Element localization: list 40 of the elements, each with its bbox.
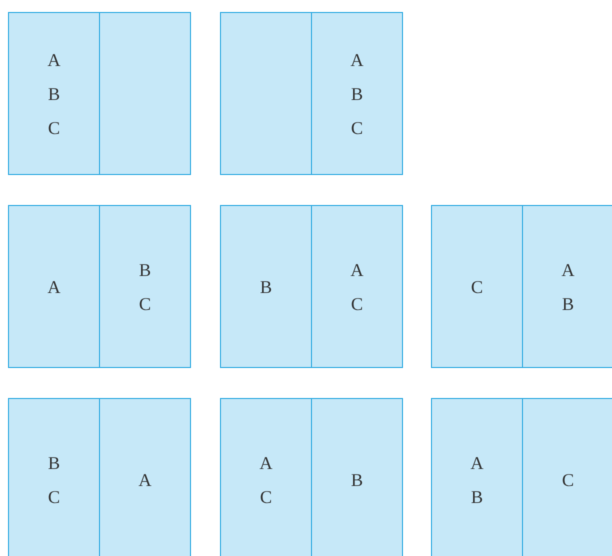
panel-half [431, 205, 523, 368]
panel-half [220, 12, 312, 175]
letter-label: C [470, 276, 483, 298]
letter-label: A [350, 48, 364, 70]
panel-half [99, 205, 191, 368]
panel-half [8, 205, 100, 368]
letter-label: A [562, 258, 574, 280]
panel-half [522, 398, 612, 556]
panel-half [99, 12, 191, 175]
panel-half [220, 205, 312, 368]
letter-label: B [260, 276, 272, 298]
panel-half [220, 398, 312, 556]
letter-label: A [260, 452, 272, 474]
panel-half [311, 12, 403, 175]
letter-label: C [138, 292, 151, 314]
letter-label: B [138, 258, 151, 280]
panel-half [311, 205, 403, 368]
letter-label: C [562, 468, 574, 490]
panel-half [522, 205, 612, 368]
panel-half [8, 12, 100, 175]
letter-label: B [48, 82, 60, 104]
panel-half [99, 398, 191, 556]
letter-label: C [260, 486, 272, 508]
letter-label: C [350, 116, 363, 138]
panel-half [311, 398, 403, 556]
letter-label: A [48, 48, 60, 70]
letter-label: C [48, 116, 60, 138]
letter-label: A [138, 468, 152, 490]
letter-label: B [562, 292, 574, 314]
letter-label: C [48, 486, 60, 508]
panel-half [8, 398, 100, 556]
letter-label: A [48, 276, 60, 298]
letter-label: A [350, 258, 364, 280]
letter-label: A [470, 452, 484, 474]
letter-label: B [48, 452, 60, 474]
letter-label: B [350, 82, 363, 104]
letter-label: B [350, 468, 363, 490]
letter-label: C [350, 292, 363, 314]
panel-half [431, 398, 523, 556]
letter-label: B [470, 486, 483, 508]
